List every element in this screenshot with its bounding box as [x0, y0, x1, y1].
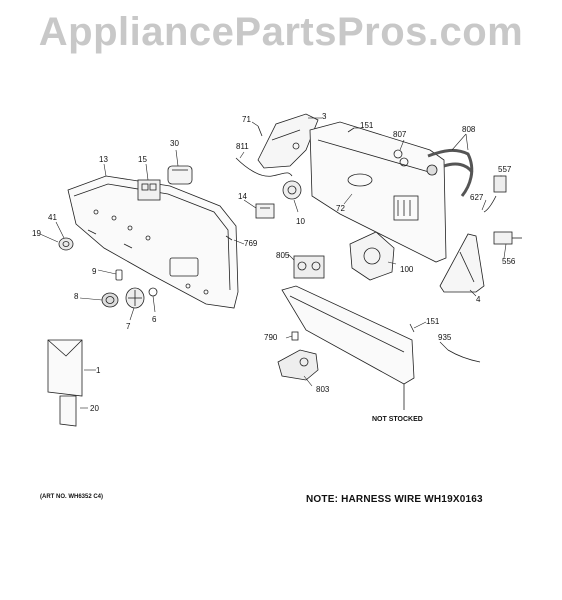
- end-bracket-part: [439, 233, 485, 293]
- callout-807: 807: [393, 130, 407, 139]
- callout-811: 811: [236, 142, 249, 151]
- timer-part: [349, 231, 395, 281]
- callout-769: 769: [244, 239, 258, 248]
- hose-part: [235, 157, 293, 177]
- callout-3: 3: [322, 112, 327, 121]
- callout-9: 9: [92, 267, 97, 276]
- callout-13: 13: [99, 155, 108, 164]
- callout-10: 10: [296, 217, 305, 226]
- callout-19: 19: [32, 229, 41, 238]
- connector-part: [255, 203, 275, 219]
- clip-part: [115, 269, 123, 281]
- switch-part: [137, 179, 161, 201]
- callout-14: 14: [238, 192, 247, 201]
- callout-151: 151: [360, 121, 374, 130]
- sensor-part: [483, 175, 507, 213]
- inlet-hose-part: [426, 148, 474, 197]
- callout-8: 8: [74, 292, 79, 301]
- screw-part-4: [409, 323, 415, 333]
- callout-100: 100: [400, 265, 414, 274]
- pressure-switch-part: [282, 180, 302, 200]
- callout-557: 557: [498, 165, 512, 174]
- card-part: [59, 395, 77, 427]
- lid-switch-part: [493, 231, 522, 245]
- bracket-part: [257, 113, 319, 169]
- dispenser-part: [277, 349, 319, 381]
- callout-1: 1: [96, 366, 101, 375]
- dial-part: [125, 287, 145, 309]
- callout-627: 627: [470, 193, 484, 202]
- callout-803: 803: [316, 385, 330, 394]
- callout-4: 4: [476, 295, 481, 304]
- callout-808: 808: [462, 125, 476, 134]
- callout-20: 20: [90, 404, 99, 413]
- watermark-logo: AppliancePartsPros.com: [38, 10, 524, 54]
- callout-6: 6: [152, 315, 157, 324]
- callout-30: 30: [170, 139, 179, 148]
- screw-part: [257, 125, 263, 137]
- washer-part: [393, 149, 409, 167]
- valve-part: [293, 255, 325, 279]
- lower-panel-part: [281, 285, 415, 410]
- callout-15: 15: [138, 155, 147, 164]
- capacitor-part: [167, 165, 193, 185]
- callout-935: 935: [438, 333, 452, 342]
- button-part: [148, 287, 158, 297]
- harness-note: NOTE: HARNESS WIRE WH19X0163: [306, 494, 483, 505]
- back-panel-part: [309, 121, 447, 263]
- callout-7: 7: [126, 322, 131, 331]
- manual-envelope-part: [47, 339, 83, 397]
- harness-wire-part: [447, 349, 481, 363]
- callout-41: 41: [48, 213, 57, 222]
- not-stocked-label: NOT STOCKED: [372, 416, 423, 423]
- callout-71: 71: [242, 115, 251, 124]
- selector-knob-part: [101, 292, 119, 308]
- screw-part-3: [347, 127, 355, 133]
- clip-part-2: [291, 331, 299, 341]
- callout-790: 790: [264, 333, 278, 342]
- screw-part-2: [225, 235, 233, 241]
- knob-part: [58, 237, 74, 251]
- callout-556: 556: [502, 257, 516, 266]
- callout-72: 72: [336, 204, 345, 213]
- callout-805: 805: [276, 251, 290, 260]
- art-number: (ART NO. WH6352 C4): [40, 494, 104, 500]
- callout-151-lower: 151: [426, 317, 440, 326]
